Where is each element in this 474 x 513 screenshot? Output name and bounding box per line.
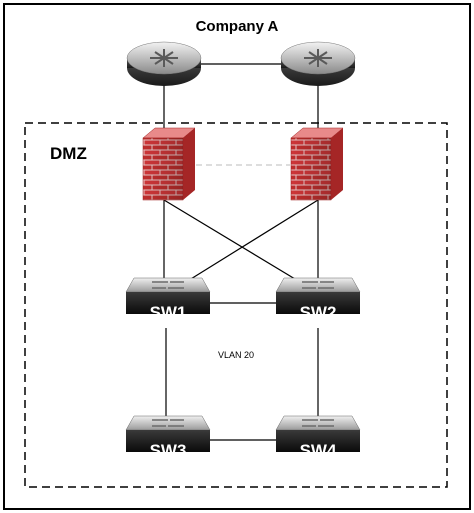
switch-arrows-icon (302, 281, 334, 289)
router-2 (280, 41, 356, 86)
link-firewall1-sw2 (163, 199, 301, 283)
links (163, 63, 319, 441)
switch-arrows-icon (152, 281, 184, 289)
sw3-label: SW3 (149, 441, 187, 460)
diagram-title: Company A (195, 18, 279, 35)
switch-arrows-icon (152, 419, 184, 427)
sw2-label: SW2 (299, 303, 337, 322)
dmz-zone-label: DMZ (50, 144, 87, 163)
router-arrows-icon (150, 49, 178, 67)
switch-sw2 (275, 277, 361, 314)
switch-sw3 (125, 415, 211, 452)
firewall-2 (290, 127, 344, 201)
outer-frame (3, 3, 471, 510)
switch-arrows-icon (302, 419, 334, 427)
router-arrows-icon (304, 49, 332, 67)
router-1 (126, 41, 202, 86)
link-firewall2-sw1 (185, 199, 319, 283)
switch-sw1 (125, 277, 211, 314)
firewall-1 (142, 127, 196, 201)
dmz-boundary (24, 122, 448, 488)
sw1-label: SW1 (149, 303, 187, 322)
switch-sw4 (275, 415, 361, 452)
sw4-label: SW4 (299, 441, 337, 460)
vlan-label: VLAN 20 (218, 350, 255, 360)
